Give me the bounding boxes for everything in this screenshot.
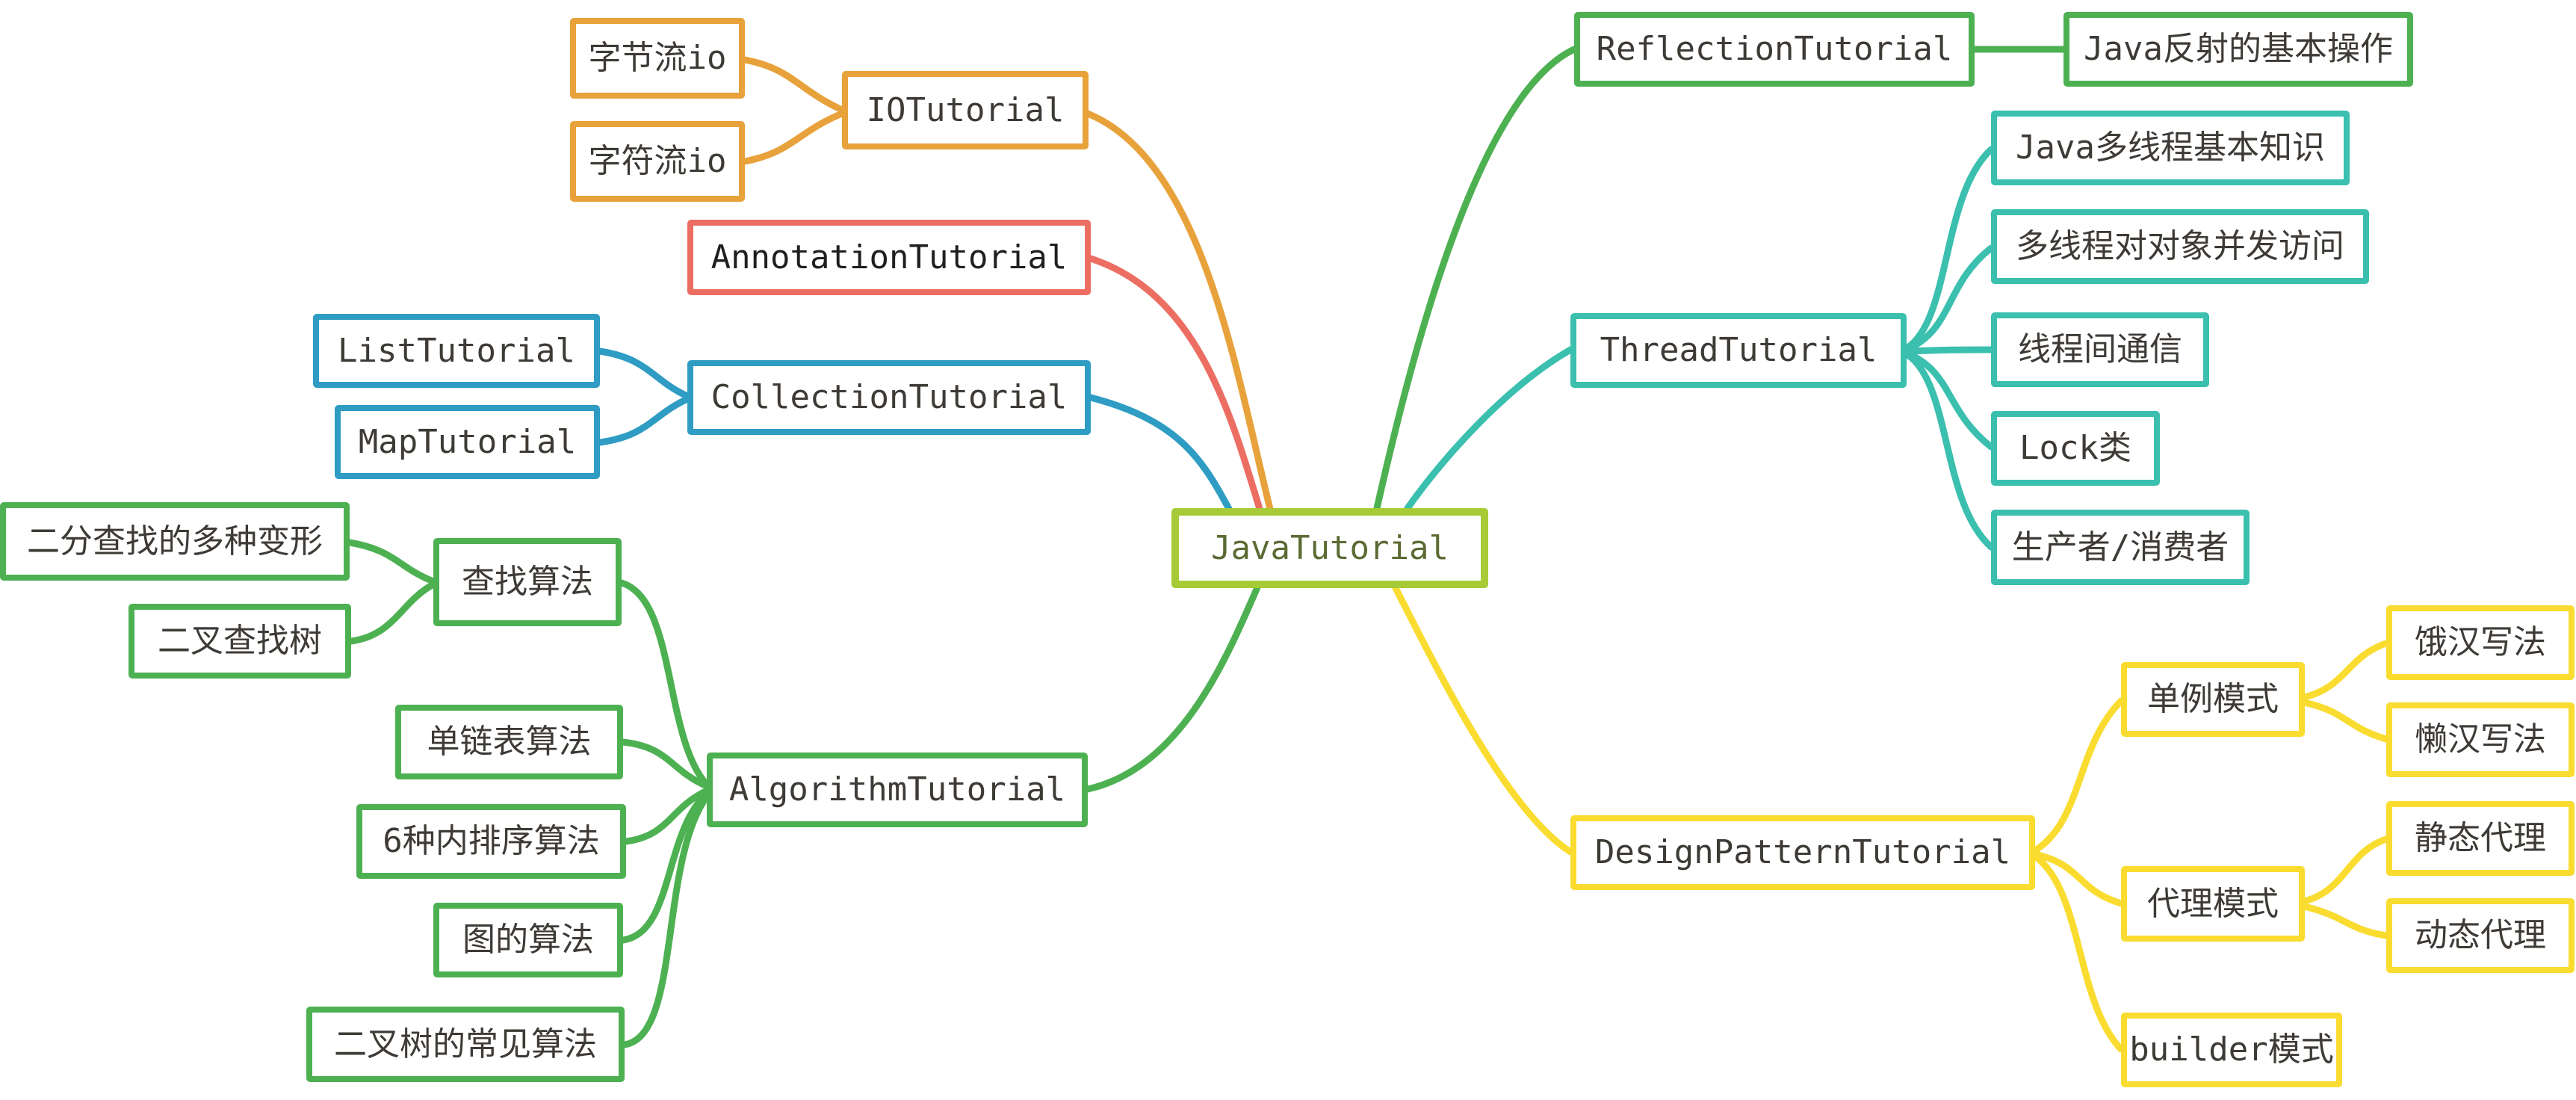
edge-proxy-static: [2300, 835, 2390, 905]
node-thread-communication[interactable]: 线程间通信: [1991, 312, 2209, 387]
edge-design-singleton: [2031, 697, 2125, 854]
node-dynamic-proxy[interactable]: 动态代理: [2386, 898, 2575, 973]
node-io-tutorial[interactable]: IOTutorial: [842, 71, 1089, 149]
edge-algorithm-binary-tree: [621, 793, 710, 1048]
edge-root-thread: [1404, 346, 1574, 512]
node-design-pattern-tutorial[interactable]: DesignPatternTutorial: [1570, 815, 2035, 890]
node-reflection-tutorial[interactable]: ReflectionTutorial: [1574, 12, 1975, 87]
edge-io-char-stream: [741, 110, 846, 165]
edge-root-io: [1084, 110, 1274, 513]
edge-search-binary-variants: [346, 539, 437, 585]
node-byte-stream-io[interactable]: 字节流io: [570, 18, 745, 99]
node-search-algorithm[interactable]: 查找算法: [433, 538, 622, 626]
node-binary-tree-algorithms[interactable]: 二叉树的常见算法: [306, 1007, 625, 1082]
node-eager-singleton[interactable]: 饿汉写法: [2386, 605, 2575, 680]
node-concurrent-access[interactable]: 多线程对对象并发访问: [1991, 209, 2369, 284]
node-builder-pattern[interactable]: builder模式: [2121, 1013, 2342, 1087]
node-lazy-singleton[interactable]: 懒汉写法: [2386, 702, 2575, 777]
edge-design-proxy: [2031, 850, 2125, 907]
edge-thread-communication: [1903, 346, 1995, 355]
edge-root-design: [1392, 584, 1574, 856]
node-binary-search-tree[interactable]: 二叉查找树: [129, 604, 351, 679]
edge-proxy-dynamic: [2300, 903, 2390, 939]
node-reflection-basics[interactable]: Java反射的基本操作: [2063, 12, 2413, 87]
edge-design-builder: [2031, 853, 2125, 1053]
node-java-tutorial[interactable]: JavaTutorial: [1171, 508, 1488, 588]
edge-algorithm-search: [618, 579, 710, 788]
edge-root-annotation: [1087, 255, 1263, 513]
node-list-tutorial[interactable]: ListTutorial: [313, 314, 600, 388]
edge-algorithm-sort: [622, 787, 710, 845]
edge-io-byte-stream: [741, 56, 846, 114]
edge-root-algorithm: [1084, 584, 1261, 793]
edge-singleton-eager: [2300, 640, 2390, 701]
edge-algorithm-graph: [619, 790, 710, 944]
edge-thread-concurrent: [1903, 244, 1995, 353]
edge-thread-producer: [1903, 350, 1995, 551]
edge-collection-map: [596, 395, 691, 446]
edge-collection-list: [596, 347, 691, 400]
node-thread-tutorial[interactable]: ThreadTutorial: [1570, 313, 1907, 388]
node-proxy-pattern[interactable]: 代理模式: [2121, 866, 2305, 942]
node-graph-algorithm[interactable]: 图的算法: [433, 903, 623, 977]
edge-thread-lock: [1903, 349, 1995, 451]
edge-search-bst: [347, 581, 437, 645]
node-singleton-pattern[interactable]: 单例模式: [2121, 662, 2305, 737]
node-thread-basics[interactable]: Java多线程基本知识: [1991, 111, 2350, 185]
node-linked-list-algorithm[interactable]: 单链表算法: [395, 705, 623, 779]
node-static-proxy[interactable]: 静态代理: [2386, 801, 2575, 876]
edge-singleton-lazy: [2300, 699, 2390, 743]
edge-thread-basic: [1903, 146, 1995, 352]
node-sort-algorithms[interactable]: 6种内排序算法: [356, 804, 626, 879]
node-binary-search-variants[interactable]: 二分查找的多种变形: [0, 502, 350, 581]
node-algorithm-tutorial[interactable]: AlgorithmTutorial: [707, 753, 1088, 827]
node-collection-tutorial[interactable]: CollectionTutorial: [687, 360, 1091, 435]
edge-root-collection: [1087, 394, 1233, 513]
node-annotation-tutorial[interactable]: AnnotationTutorial: [687, 220, 1091, 295]
node-producer-consumer[interactable]: 生产者/消费者: [1991, 510, 2250, 585]
edge-algorithm-linked-list: [619, 738, 710, 790]
node-char-stream-io[interactable]: 字符流io: [570, 121, 745, 202]
node-lock-class[interactable]: Lock类: [1991, 411, 2160, 486]
node-map-tutorial[interactable]: MapTutorial: [335, 405, 600, 479]
edge-root-reflection: [1373, 46, 1578, 512]
